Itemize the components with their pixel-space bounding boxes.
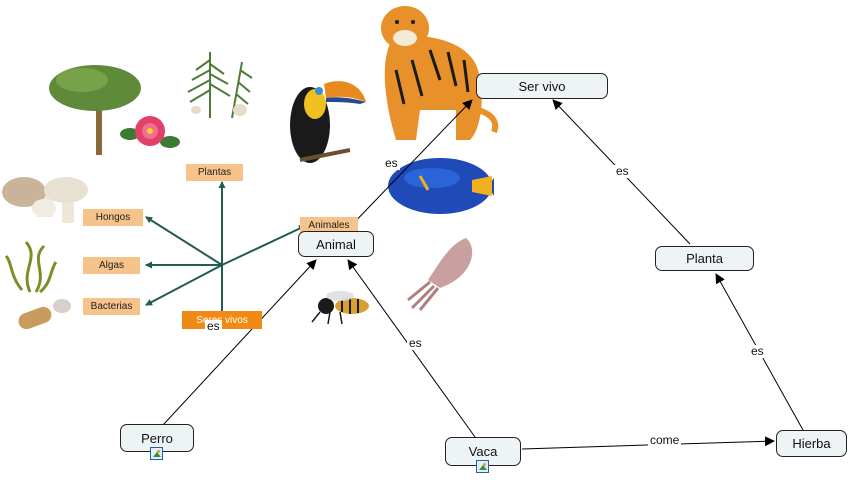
tiger-illustration [381,6,499,140]
image-attachment-icon[interactable] [476,460,489,473]
concept-links [162,99,804,450]
tag-animales[interactable]: Animales [300,217,358,234]
algae-illustration [4,241,58,294]
wasp-illustration [311,291,369,325]
link-label-vaca-hierba: come [648,433,682,447]
squid-illustration [407,238,473,311]
node-animal[interactable]: Animal [298,231,374,257]
link-label-animal-ser-vivo: es [383,156,400,170]
fern-illustration [187,52,253,119]
link-label-perro-animal: es [205,319,222,333]
tree-illustration [49,65,141,155]
classification-branches [145,181,306,312]
node-ser-vivo[interactable]: Ser vivo [476,73,608,99]
tag-hongos[interactable]: Hongos [83,209,143,226]
tag-plantas[interactable]: Plantas [186,164,243,181]
link-label-planta-ser-vivo: es [614,164,631,178]
bacteria-illustration [18,299,71,330]
flower-illustration [120,116,180,148]
tag-bacterias[interactable]: Bacterias [83,298,140,315]
image-attachment-icon[interactable] [150,447,163,460]
tag-algas[interactable]: Algas [83,257,140,274]
mushroom-illustration [2,177,88,223]
link-label-vaca-animal: es [407,336,424,350]
node-planta[interactable]: Planta [655,246,754,271]
fish-illustration [388,158,494,214]
toucan-illustration [290,81,366,163]
link-label-hierba-planta: es [749,344,766,358]
tag-seres-vivos[interactable]: Seres vivos [182,311,262,329]
node-hierba[interactable]: Hierba [776,430,847,457]
